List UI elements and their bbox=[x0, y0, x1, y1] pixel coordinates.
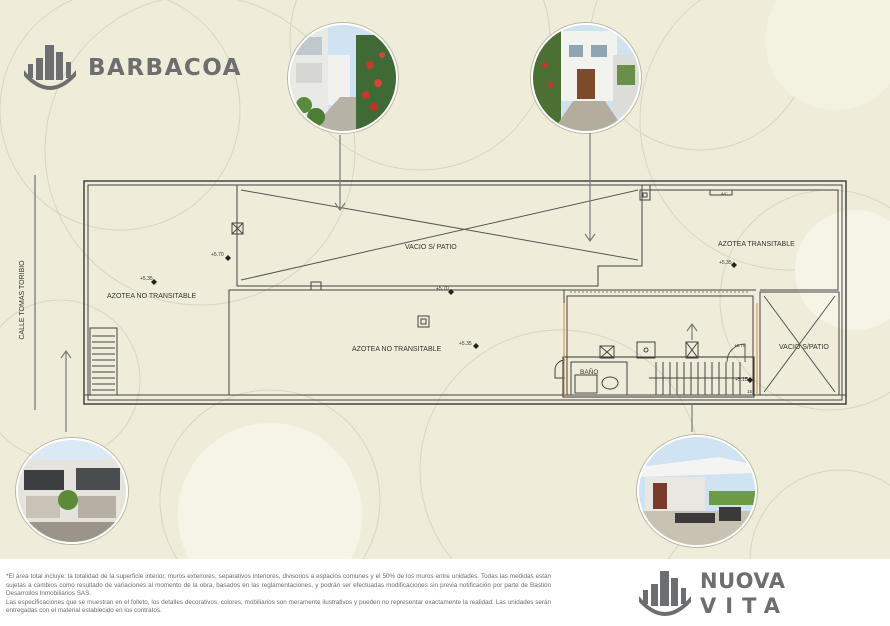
logo-line-1: NUOVA bbox=[700, 569, 786, 593]
disclaimer-area: *El área total incluye: la totalidad de … bbox=[6, 573, 551, 597]
level-label: +2.70 bbox=[734, 343, 746, 348]
room-bano: BAÑO bbox=[580, 367, 598, 376]
nuova-vita-wordmark: NUOVA VITA bbox=[700, 569, 789, 619]
rooftop-terrace-image bbox=[639, 437, 755, 545]
logo-line-2: VITA bbox=[700, 594, 790, 618]
level-label: +5.70 bbox=[211, 252, 224, 258]
disclaimer: *El área total incluye: la totalidad de … bbox=[6, 573, 551, 616]
courtyard-image bbox=[533, 25, 639, 131]
disclaimer-specs: Las especificaciones que se muestran en … bbox=[6, 598, 551, 615]
photo-courtyard bbox=[531, 23, 641, 133]
building-logo-icon bbox=[639, 571, 691, 616]
nuova-vita-logo: NUOVA VITA bbox=[636, 568, 789, 620]
room-azotea-center: AZOTEA NO TRANSITABLE bbox=[352, 346, 442, 353]
level-label: +5.35 bbox=[459, 341, 472, 347]
level-label: +5.70 bbox=[436, 286, 449, 292]
street-label: CALLE TOMAS TORIBIO bbox=[19, 260, 26, 340]
room-vacio-right: VACIO S/PATIO bbox=[779, 344, 829, 351]
room-azotea-left: AZOTEA NO TRANSITABLE bbox=[107, 293, 197, 300]
stair-number: 15 bbox=[747, 389, 753, 394]
room-vacio-center: VACIO S/ PATIO bbox=[405, 244, 457, 251]
footer bbox=[0, 559, 890, 626]
room-azotea-right: AZOTEA TRANSITABLE bbox=[718, 241, 795, 248]
level-label: +5.35 bbox=[719, 260, 732, 266]
photo-facade bbox=[16, 438, 128, 544]
level-label: +5.15 bbox=[735, 377, 748, 383]
brand-header: BARBACOA bbox=[22, 42, 242, 94]
ac-tag: A/C bbox=[721, 191, 728, 196]
photo-rooftop-terrace bbox=[637, 435, 757, 547]
building-logo-icon bbox=[24, 45, 76, 90]
level-label: +5.35 bbox=[140, 276, 153, 282]
brand-title: BARBACOA bbox=[88, 55, 242, 81]
